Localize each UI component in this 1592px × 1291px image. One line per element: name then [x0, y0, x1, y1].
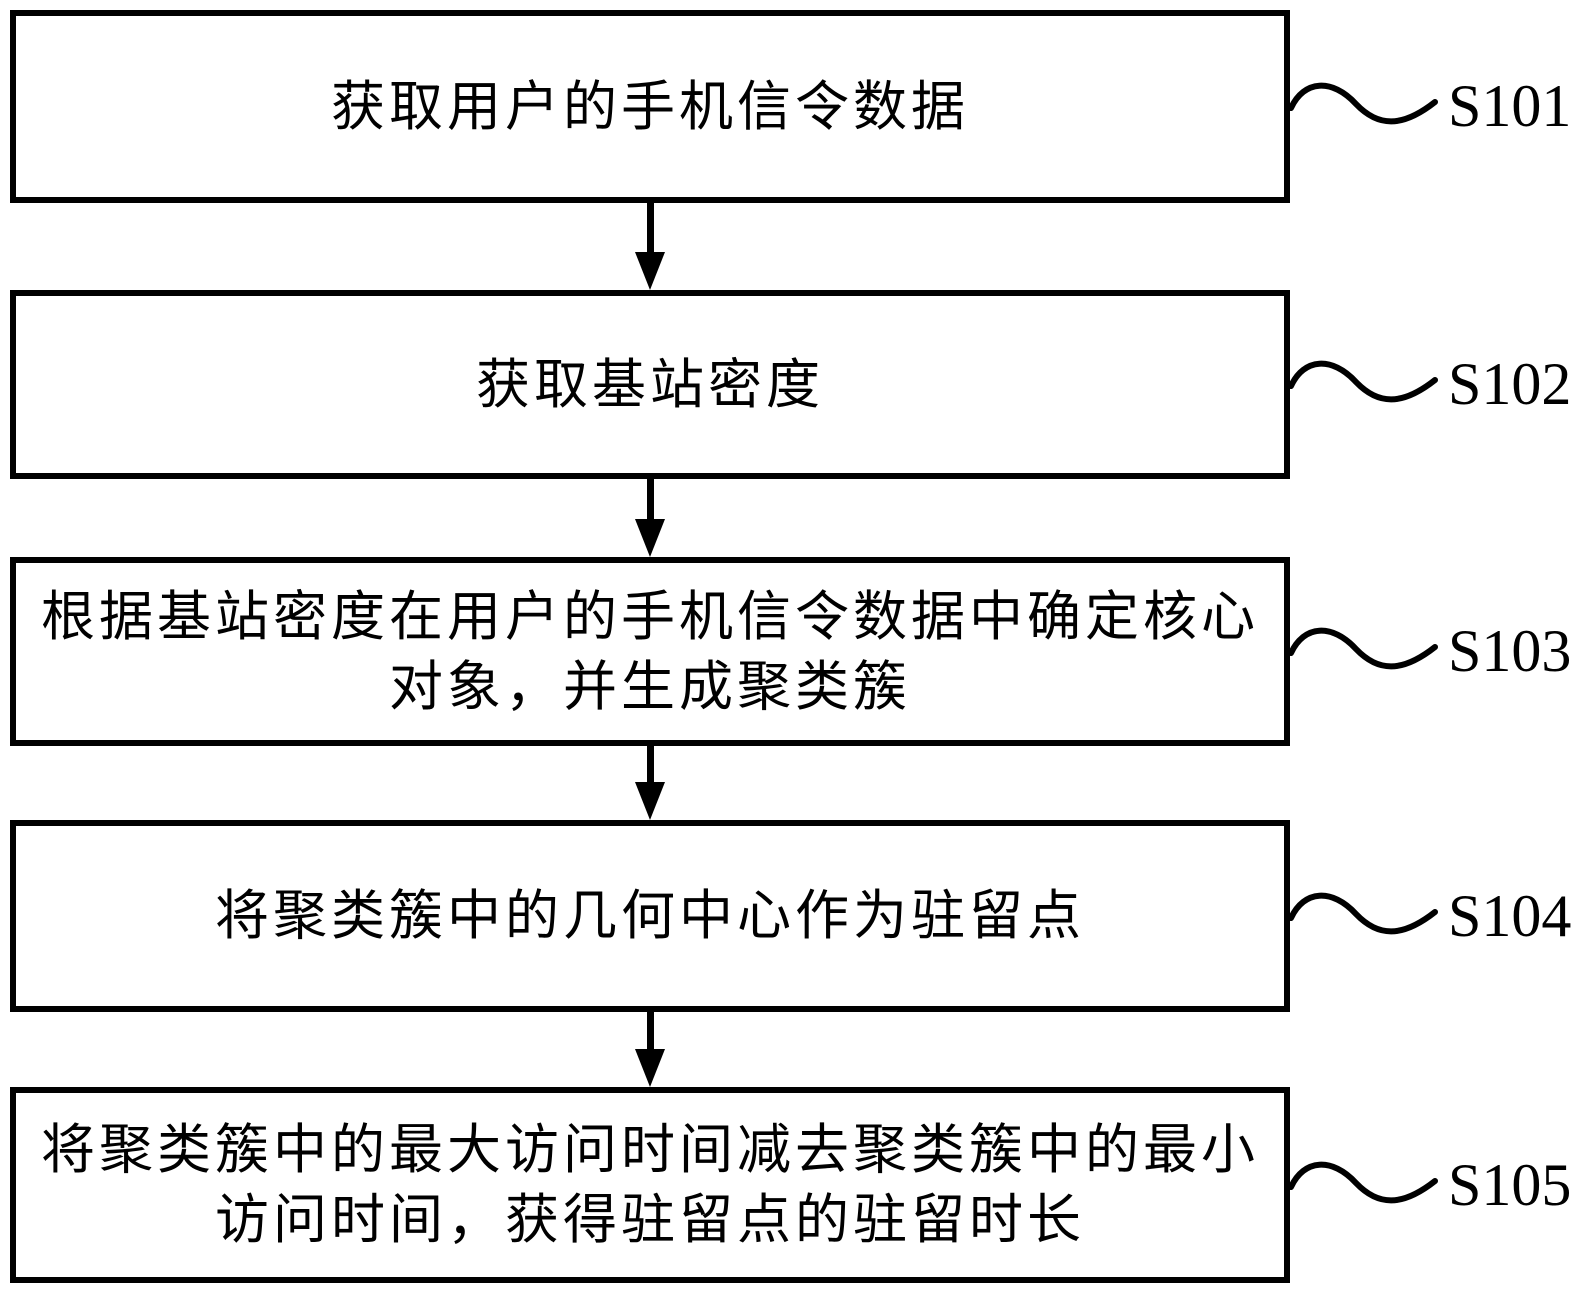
arrow-head	[635, 782, 665, 820]
tilde-connector-icon	[1288, 360, 1438, 403]
step-text: 获取基站密度	[476, 354, 824, 415]
step-text: 根据基站密度在用户的手机信令数据中确定核心	[41, 586, 1259, 647]
step-ref-label: S101	[1448, 73, 1572, 139]
arrow-head	[635, 1049, 665, 1087]
arrow-shaft	[646, 203, 654, 252]
step-tag-s104: S104	[1288, 884, 1571, 948]
tilde-connector-icon	[1288, 82, 1438, 125]
step-tag-s102: S102	[1288, 352, 1571, 416]
step-tag-s103: S103	[1288, 619, 1571, 683]
down-arrow-icon-4	[635, 1012, 665, 1087]
down-arrow-icon-1	[635, 203, 665, 290]
step-text: 对象，并生成聚类簇	[389, 656, 911, 717]
step-tag-s101: S101	[1288, 74, 1571, 138]
tilde-connector-icon	[1288, 1161, 1438, 1204]
arrow-shaft	[646, 479, 654, 519]
arrow-head	[635, 252, 665, 290]
step-box-s101: 获取用户的手机信令数据	[10, 10, 1290, 203]
step-box-s103: 根据基站密度在用户的手机信令数据中确定核心 对象，并生成聚类簇	[10, 557, 1290, 746]
step-ref-label: S103	[1448, 618, 1572, 684]
step-ref-label: S105	[1448, 1152, 1572, 1218]
arrow-shaft	[646, 746, 654, 782]
step-ref-label: S104	[1448, 883, 1572, 949]
down-arrow-icon-2	[635, 479, 665, 557]
arrow-head	[635, 519, 665, 557]
step-box-s102: 获取基站密度	[10, 290, 1290, 479]
down-arrow-icon-3	[635, 746, 665, 820]
arrow-shaft	[646, 1012, 654, 1049]
step-box-s104: 将聚类簇中的几何中心作为驻留点	[10, 820, 1290, 1012]
step-text: 获取用户的手机信令数据	[331, 76, 969, 137]
step-text: 将聚类簇中的最大访问时间减去聚类簇中的最小	[41, 1120, 1259, 1180]
step-tag-s105: S105	[1288, 1153, 1571, 1217]
step-text: 访问时间，获得驻留点的驻留时长	[215, 1190, 1085, 1250]
tilde-connector-icon	[1288, 892, 1438, 935]
step-box-s105: 将聚类簇中的最大访问时间减去聚类簇中的最小 访问时间，获得驻留点的驻留时长	[10, 1087, 1290, 1283]
step-text: 将聚类簇中的几何中心作为驻留点	[215, 886, 1085, 946]
step-ref-label: S102	[1448, 351, 1572, 417]
tilde-connector-icon	[1288, 627, 1438, 670]
